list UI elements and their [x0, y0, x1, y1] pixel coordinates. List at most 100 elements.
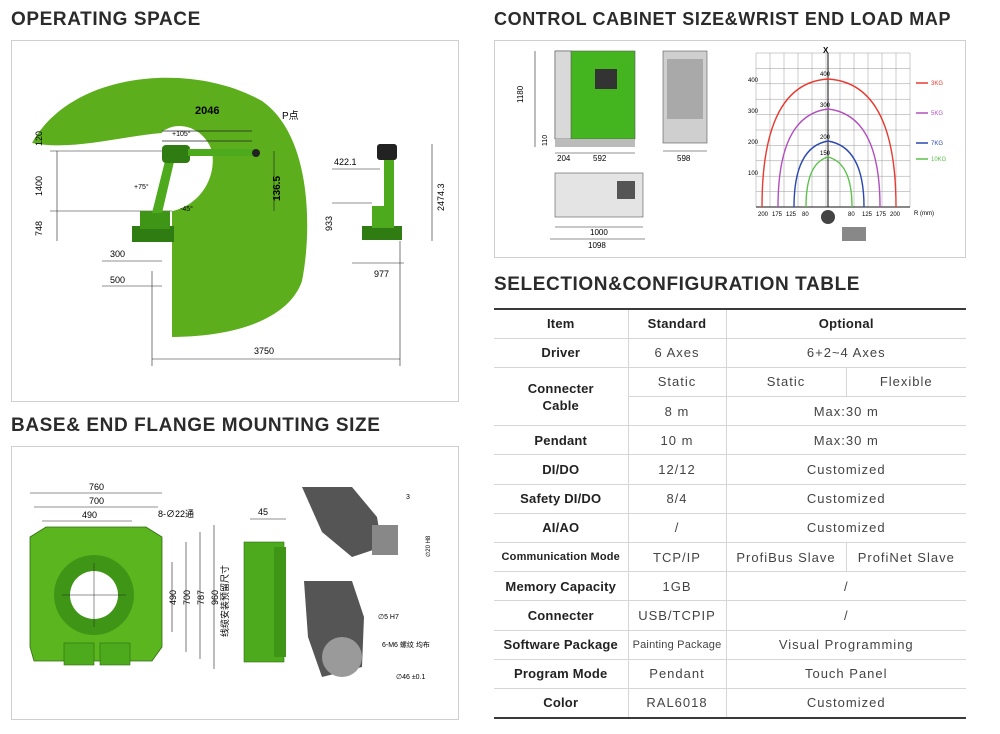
dim-v700: 700 — [182, 590, 192, 605]
std-safety: 8/4 — [628, 484, 727, 514]
angle-top: +105° — [172, 130, 191, 138]
opt-connecter: / — [726, 600, 966, 631]
table-row: 8 m Max:30 m — [494, 396, 966, 427]
table-row: Pendant 10 m Max:30 m — [494, 425, 966, 456]
y-tick-100: 100 — [748, 171, 759, 177]
item-comm: Communication Mode — [494, 542, 629, 573]
dim-3750: 3750 — [254, 346, 274, 356]
table-row: Software Package Painting Package Visual… — [494, 630, 966, 660]
load-map-chart: X R (mm) 400 300 200 100 400 300 200 150… — [748, 46, 947, 241]
item-pendant: Pendant — [494, 425, 629, 456]
front-robot-base — [362, 226, 402, 240]
std-cable-length: 8 m — [628, 396, 727, 427]
flange-face-bottom — [322, 637, 362, 677]
item-program: Program Mode — [494, 659, 629, 689]
dim-500: 500 — [110, 275, 125, 285]
holes-label: 8-∅22通 — [158, 509, 194, 519]
base-side-flange — [274, 547, 286, 657]
cabinet-screen-icon — [595, 69, 617, 89]
dim-2046: 2046 — [195, 105, 219, 117]
cabinet-drawing: 1180 110 204 592 598 1000 1098 — [516, 50, 708, 250]
dim-422: 422.1 — [334, 157, 357, 167]
std-pendant: 10 m — [628, 425, 727, 456]
opt-software: Visual Programming — [726, 630, 966, 660]
item-cable: Connecter Cable — [494, 367, 629, 427]
base-panel: 760 700 490 8-∅22通 490 700 787 960 线缆安装预… — [11, 446, 459, 720]
dim-977: 977 — [374, 269, 389, 279]
item-aiao: AI/AO — [494, 513, 629, 544]
item-color: Color — [494, 688, 629, 719]
std-memory: 1GB — [628, 571, 727, 602]
flange-46: ∅46 ±0.1 — [396, 674, 426, 681]
base-cable-port-2 — [99, 642, 131, 666]
base-cable-port — [63, 642, 95, 666]
flange-m: 6-M6 螺纹 均布 — [382, 640, 430, 649]
robot-wrist — [252, 149, 260, 157]
item-software: Software Package — [494, 630, 629, 660]
opt-cable-flexible: Flexible — [846, 367, 966, 398]
x-tick-6: 125 — [862, 212, 873, 218]
dim-760: 760 — [89, 482, 104, 492]
x-tick-3: 125 — [786, 212, 797, 218]
arc-label-150: 150 — [820, 151, 831, 157]
robot-turret — [140, 211, 170, 229]
front-robot-wrist — [377, 144, 397, 160]
opt-driver: 6+2~4 Axes — [726, 338, 966, 368]
opt-cable-static: Static — [726, 367, 847, 398]
operating-space-panel: 2046 P点 +105° +75° -45° 120 1400 748 136… — [11, 40, 459, 402]
table-row: Connecter Cable Static Static Flexible — [494, 367, 966, 427]
table-row: Safety DI/DO 8/4 Customized — [494, 484, 966, 514]
dim-204: 204 — [557, 154, 571, 163]
cabinet-side-strip — [554, 50, 572, 140]
table-row: Item Standard Optional — [494, 307, 966, 339]
item-dido: DI/DO — [494, 454, 629, 485]
x-tick-5: 80 — [848, 212, 855, 218]
legend-7kg: 7KG — [931, 141, 943, 147]
table-row: Communication Mode TCP/IP ProfiBus Slave… — [494, 542, 966, 573]
dim-136: 136.5 — [272, 176, 283, 201]
load-map-axis-r: R (mm) — [914, 211, 934, 217]
std-aiao: / — [628, 513, 727, 544]
cabinet-foot — [555, 139, 635, 147]
opt-cable-length: Max:30 m — [726, 396, 966, 427]
item-safety: Safety DI/DO — [494, 484, 629, 514]
table-row: DI/DO 12/12 Customized — [494, 454, 966, 485]
load-arc-5kg — [777, 108, 881, 208]
x-tick-2: 175 — [772, 212, 783, 218]
flange-render-top — [302, 487, 382, 557]
dim-1400: 1400 — [34, 176, 44, 196]
operating-space-title: OPERATING SPACE — [11, 9, 201, 30]
opt-aiao: Customized — [726, 513, 966, 544]
angle-low: -45° — [180, 205, 193, 213]
legend-10kg: 10KG — [931, 157, 947, 163]
std-driver: 6 Axes — [628, 338, 727, 368]
header-standard: Standard — [628, 307, 727, 339]
table-row: Memory Capacity 1GB / — [494, 571, 966, 602]
y-tick-400: 400 — [748, 78, 759, 84]
header-item: Item — [494, 307, 629, 339]
x-tick-1: 200 — [758, 212, 769, 218]
arc-label-200: 200 — [820, 135, 831, 141]
table-row: Driver 6 Axes 6+2~4 Axes — [494, 338, 966, 368]
dim-700: 700 — [89, 496, 104, 506]
dim-v960: 960 — [210, 590, 220, 605]
opt-program: Touch Panel — [726, 659, 966, 689]
item-driver: Driver — [494, 338, 629, 368]
dim-300: 300 — [110, 249, 125, 259]
load-map-axis-x: X — [823, 46, 829, 55]
dim-1000: 1000 — [590, 228, 608, 237]
x-tick-7: 175 — [876, 212, 887, 218]
config-table: Item Standard Optional Driver 6 Axes 6+2… — [494, 307, 966, 719]
load-map-grid — [755, 52, 911, 208]
cabinet-top-unit — [617, 181, 635, 199]
std-software: Painting Package — [628, 630, 727, 660]
cabinet-title: CONTROL CABINET SIZE&WRIST END LOAD MAP — [494, 9, 952, 29]
cabinet-side-vent — [667, 59, 703, 119]
dim-45: 45 — [258, 507, 268, 517]
dim-490: 490 — [82, 510, 97, 520]
load-arc-7kg — [793, 140, 865, 208]
dim-3: 3 — [406, 494, 410, 501]
table-row: Color RAL6018 Customized — [494, 688, 966, 719]
robot-elbow — [162, 145, 190, 163]
flange-5: ∅5 H7 — [378, 614, 399, 621]
